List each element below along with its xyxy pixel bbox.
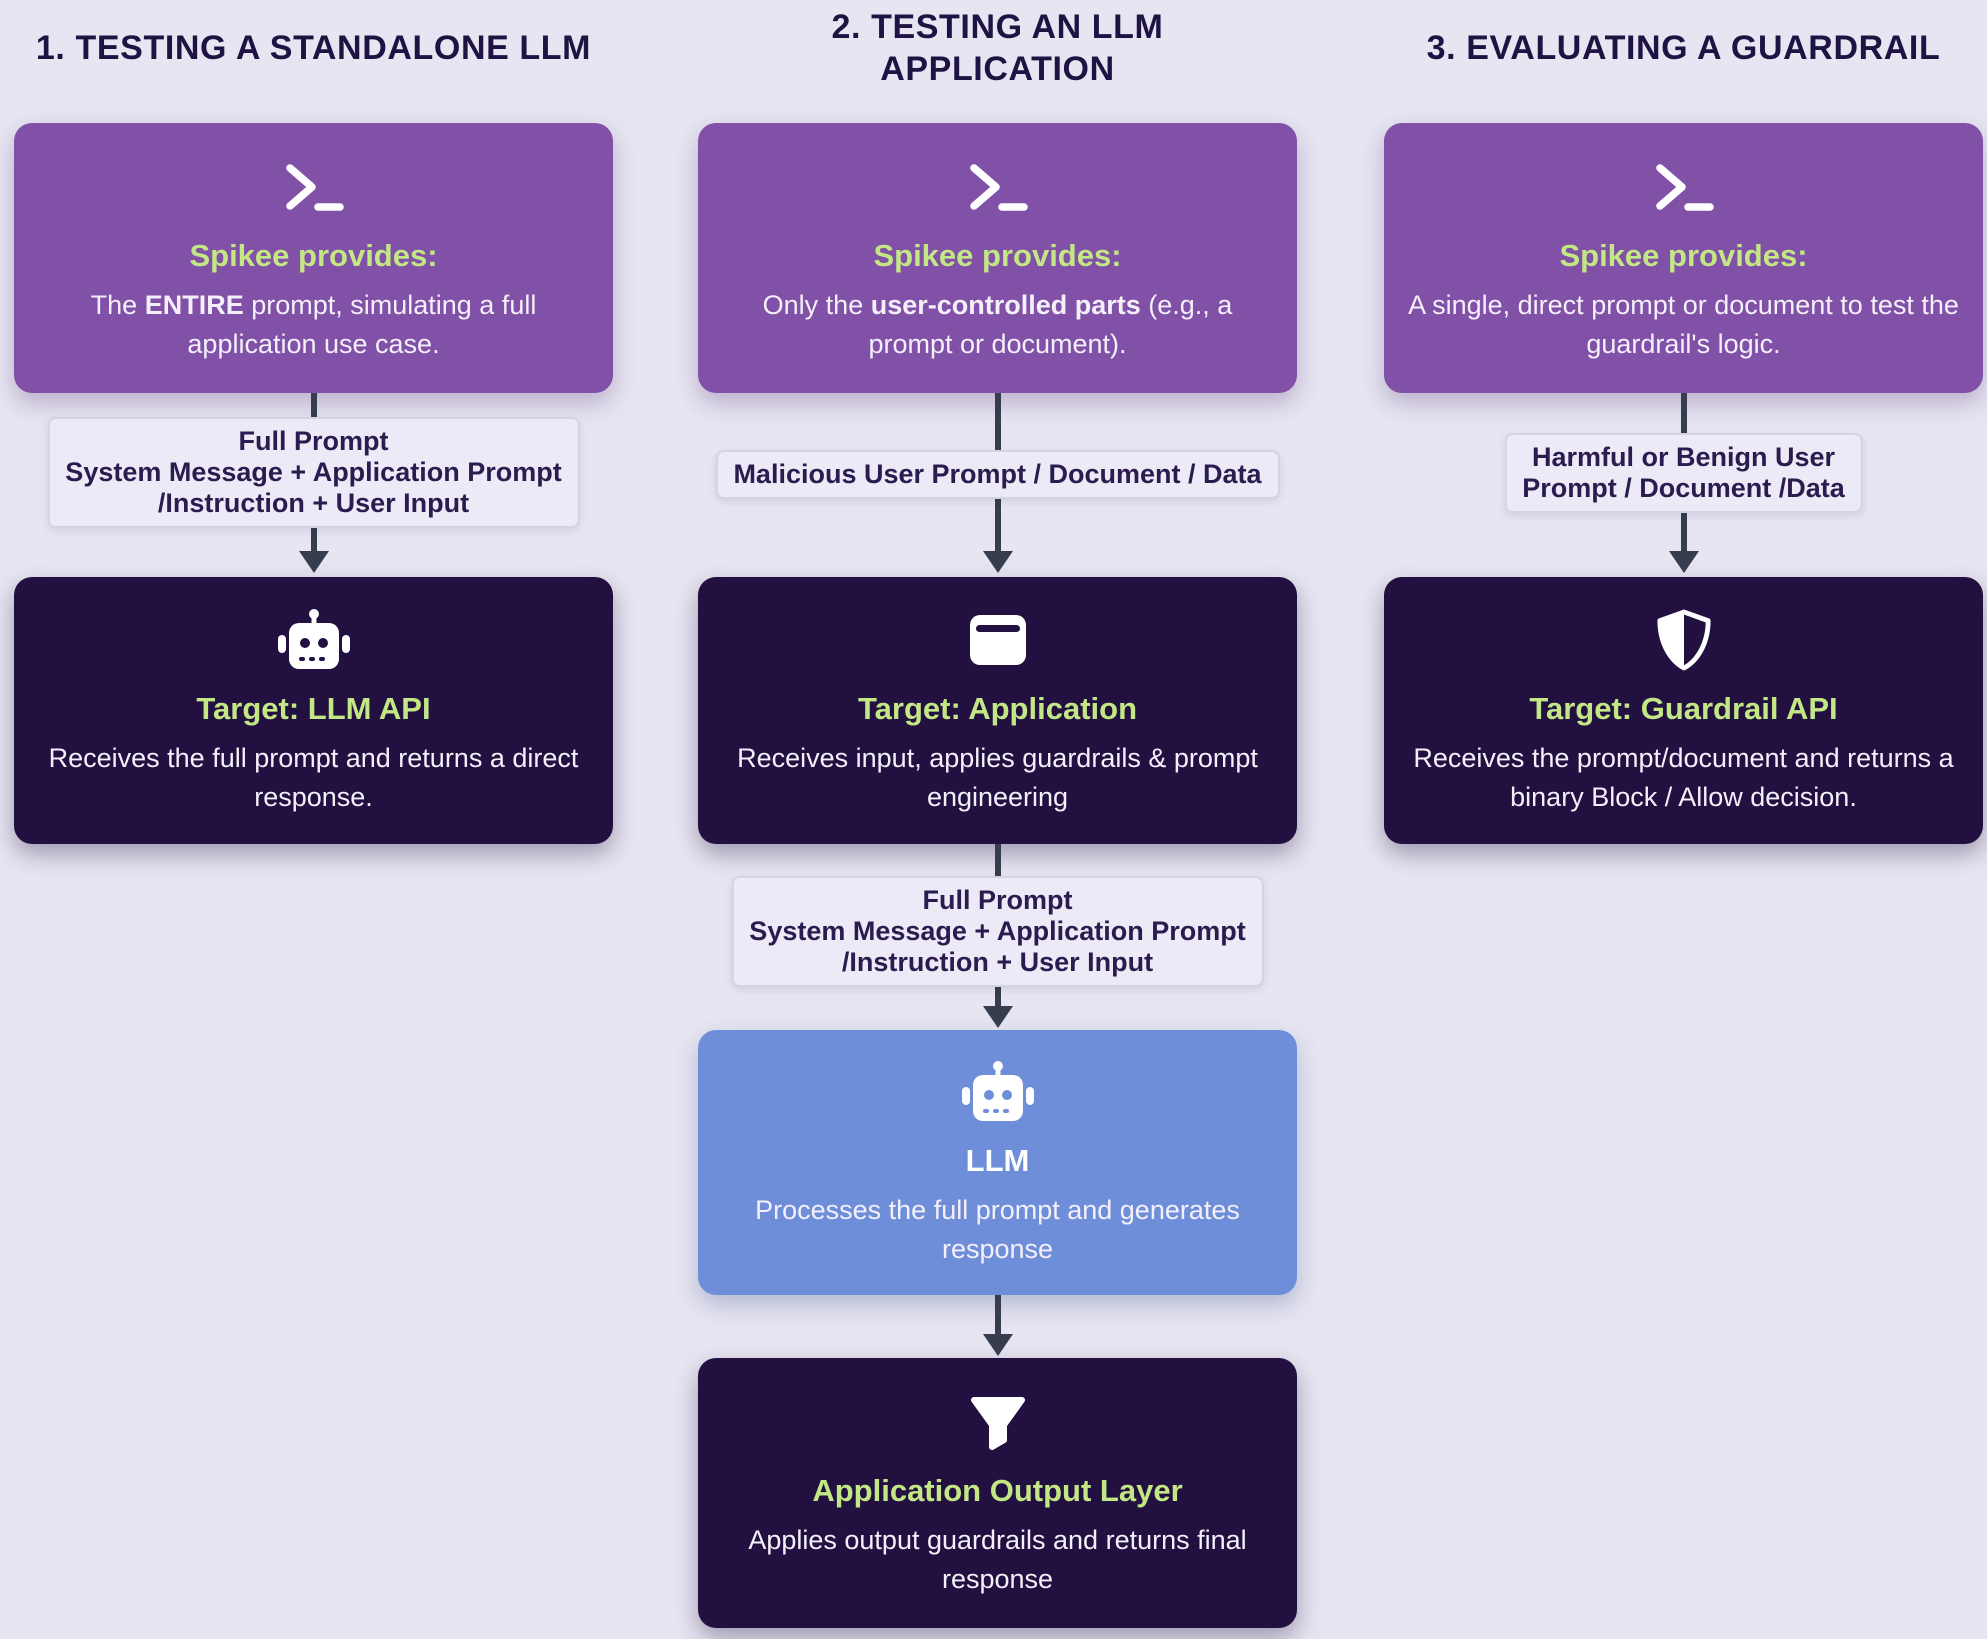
- terminal-icon: [965, 152, 1031, 222]
- arrow-label-malicious-input: Malicious User Prompt / Document / Data: [715, 450, 1280, 499]
- provider-description-text: prompt, simulating a full application us…: [187, 290, 537, 359]
- provider-box-standalone: Spikee provides: The ENTIRE prompt, simu…: [14, 123, 613, 393]
- flow-arrow-head: [1668, 551, 1699, 573]
- arrow-label-line: Full Prompt: [238, 426, 389, 456]
- output-layer-box: Application Output Layer Applies output …: [698, 1358, 1297, 1628]
- terminal-icon: [1651, 152, 1717, 222]
- arrow-label-line: Harmful or Benign User: [1531, 442, 1836, 472]
- window-icon: [966, 605, 1030, 675]
- provider-title: Spikee provides:: [1559, 238, 1808, 273]
- arrow-label-full-prompt: Full Prompt System Message + Application…: [731, 876, 1264, 987]
- target-description: Receives input, applies guardrails & pro…: [737, 742, 1258, 812]
- flow-arrow-head: [982, 1006, 1013, 1028]
- provider-description-bold: user-controlled parts: [870, 290, 1141, 320]
- target-box-application: Target: Application Receives input, appl…: [698, 577, 1297, 844]
- arrow-label-line: Prompt / Document /Data: [1522, 473, 1845, 503]
- flow-arrow-head: [982, 551, 1013, 573]
- provider-box-guardrail: Spikee provides: A single, direct prompt…: [1384, 123, 1983, 393]
- provider-description-text: The: [90, 290, 145, 320]
- target-title: Target: LLM API: [196, 690, 431, 726]
- provider-title: Spikee provides:: [873, 238, 1122, 273]
- provider-title: Spikee provides:: [189, 238, 438, 273]
- arrow-label-line: /Instruction + User Input: [841, 947, 1154, 977]
- provider-description: Only the user-controlled parts (e.g., a …: [720, 286, 1275, 364]
- arrow-label-line: Full Prompt: [922, 885, 1073, 915]
- flow-arrow-head: [298, 551, 329, 573]
- arrow-label-full-prompt: Full Prompt System Message + Application…: [47, 417, 580, 528]
- provider-description-text: A single, direct prompt or document to t…: [1408, 290, 1959, 359]
- target-box-llm-api: Target: LLM API Receives the full prompt…: [14, 577, 613, 844]
- provider-description: The ENTIRE prompt, simulating a full app…: [36, 286, 591, 364]
- provider-description-text: Only the: [762, 290, 871, 320]
- robot-icon: [960, 1057, 1036, 1127]
- arrow-label-line: System Message + Application Prompt: [749, 916, 1246, 946]
- column-1-header-line: 1. TESTING A STANDALONE LLM: [35, 29, 592, 67]
- provider-box-application: Spikee provides: Only the user-controlle…: [698, 123, 1297, 393]
- column-2-header-line: 2. TESTING AN LLM: [831, 8, 1164, 46]
- llm-title: LLM: [965, 1142, 1030, 1178]
- column-2-header-line: APPLICATION: [880, 50, 1115, 88]
- arrow-label-line: /Instruction + User Input: [157, 488, 470, 518]
- target-description: Receives the full prompt and returns a d…: [48, 742, 579, 812]
- terminal-icon: [281, 152, 347, 222]
- flow-arrow-head: [982, 1334, 1013, 1356]
- provider-description: A single, direct prompt or document to t…: [1406, 286, 1961, 364]
- column-2-header: 2. TESTING AN LLM APPLICATION: [698, 0, 1297, 96]
- arrow-label-harmful-benign: Harmful or Benign User Prompt / Document…: [1504, 433, 1863, 513]
- column-3-header-line: 3. EVALUATING A GUARDRAIL: [1426, 29, 1941, 67]
- target-description: Receives the prompt/document and returns…: [1413, 742, 1954, 812]
- column-3-header: 3. EVALUATING A GUARDRAIL: [1384, 0, 1983, 96]
- target-box-guardrail-api: Target: Guardrail API Receives the promp…: [1384, 577, 1983, 844]
- target-title: Target: Application: [858, 690, 1137, 726]
- robot-icon: [276, 605, 352, 675]
- target-title: Target: Guardrail API: [1529, 690, 1838, 726]
- llm-description: Processes the full prompt and generates …: [755, 1194, 1240, 1264]
- arrow-label-line: System Message + Application Prompt: [65, 457, 562, 487]
- arrow-label-line: Malicious User Prompt / Document / Data: [733, 459, 1262, 489]
- flow-arrow-line: [994, 1295, 1001, 1336]
- shield-icon: [1655, 605, 1713, 675]
- output-layer-title: Application Output Layer: [812, 1473, 1183, 1508]
- output-layer-description: Applies output guardrails and returns fi…: [748, 1525, 1247, 1594]
- column-1-header: 1. TESTING A STANDALONE LLM: [14, 0, 613, 96]
- provider-description-text: (e.g., a prompt or document).: [868, 290, 1233, 359]
- funnel-icon: [967, 1387, 1029, 1457]
- llm-box: LLM Processes the full prompt and genera…: [698, 1030, 1297, 1295]
- provider-description-bold: ENTIRE: [144, 290, 244, 320]
